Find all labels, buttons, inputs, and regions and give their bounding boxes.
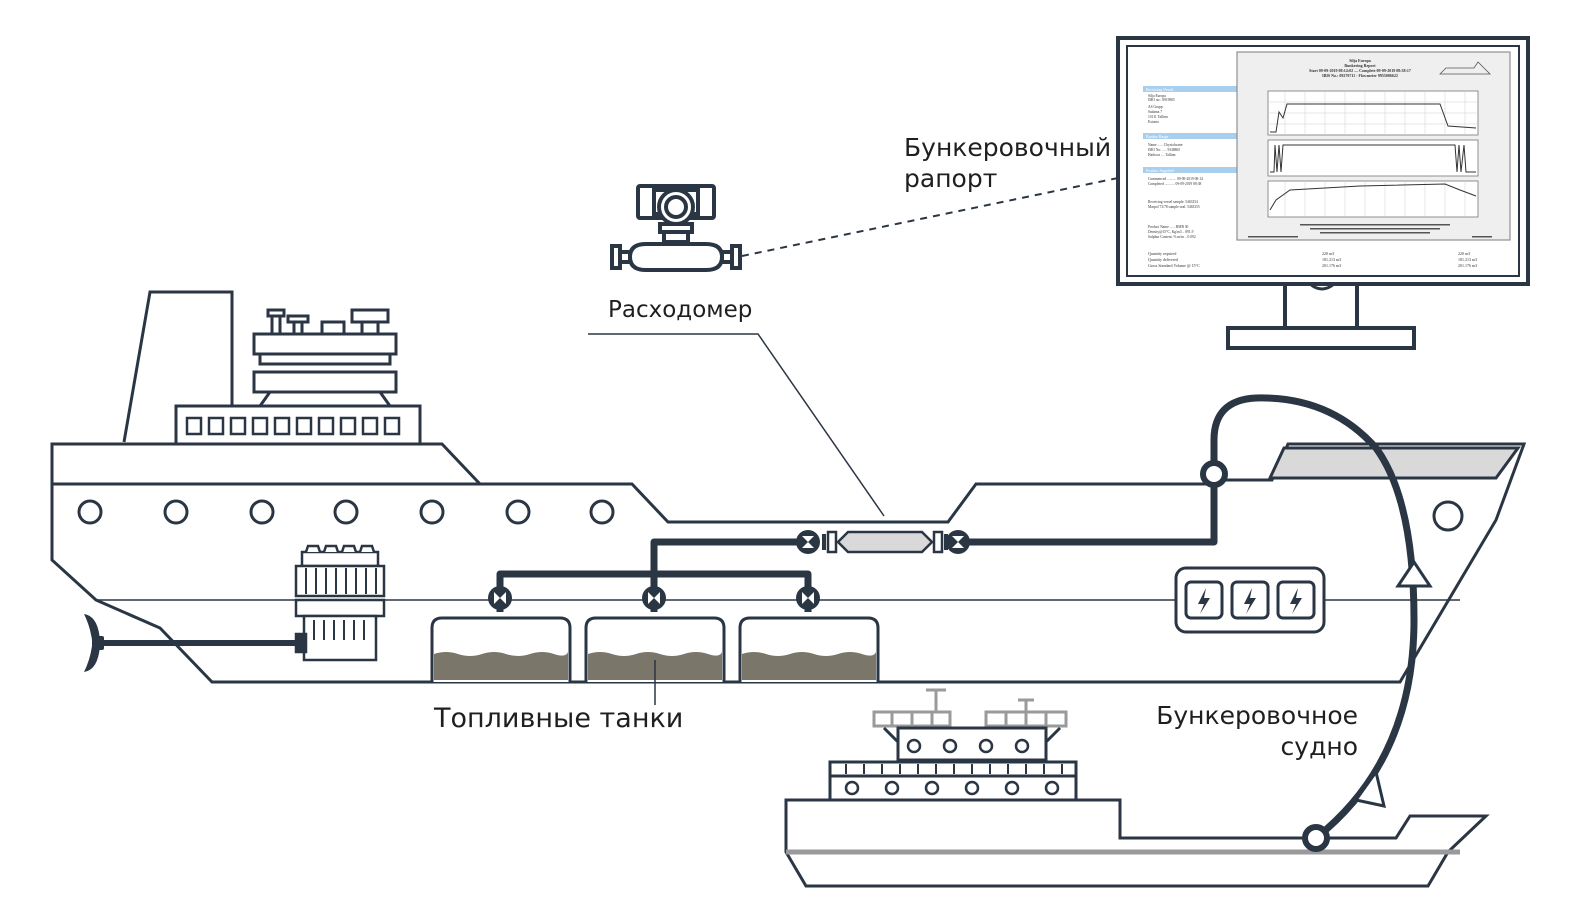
report-side-row: Marpol 73/78 sample seal: 5463355 bbox=[1148, 205, 1200, 209]
report-side-row: IMO No. ..... 9348865 bbox=[1148, 148, 1180, 152]
fuel-tanks-label: Топливные танки bbox=[434, 703, 684, 734]
valve-icon bbox=[488, 586, 512, 610]
report-side-row: Receiving vessel sample: 5463354 bbox=[1148, 200, 1198, 204]
report-bottom-row-value: 181.213 m3 bbox=[1322, 257, 1341, 262]
hull-portholes bbox=[77, 499, 1464, 532]
report-side-row: 10111 Tallinn bbox=[1148, 115, 1168, 119]
fuel-tank-3 bbox=[738, 616, 880, 682]
report-side-row: Estonia bbox=[1148, 120, 1159, 124]
hose-connection-barge bbox=[1302, 824, 1330, 852]
report-side-row: AS Grupp bbox=[1148, 105, 1163, 109]
report-side-row: Commenced .......... 09-09-2019 08:14 bbox=[1148, 177, 1203, 181]
report-side-row: Sulphur Content, % m/m .. 0.092 bbox=[1148, 235, 1196, 240]
report-chart-density bbox=[1267, 139, 1479, 177]
report-bottom-row-value: 220 m3 bbox=[1458, 251, 1470, 256]
report-side-row: Density@15°C, Kg/m3 .. 891.9 bbox=[1148, 230, 1194, 235]
report-section-header: Receiving Vessel bbox=[1146, 87, 1174, 92]
report-side-row: Sadama 7 bbox=[1148, 110, 1162, 114]
hose-connection-ship bbox=[1200, 460, 1228, 488]
main-ship bbox=[50, 290, 1527, 684]
report-bottom-row-label: Quantity required bbox=[1148, 251, 1176, 256]
lightning-icon bbox=[1290, 588, 1302, 614]
report-label: Бункеровочный рапорт bbox=[904, 132, 1111, 195]
report-chart-temperature bbox=[1267, 180, 1479, 218]
electrical-panel bbox=[1174, 566, 1326, 634]
report-bottom-rows: Quantity required 220 m3 220 m3 Quantity de… bbox=[1148, 251, 1477, 268]
bunker-hose bbox=[1210, 394, 1418, 841]
flowmeter-leader-line bbox=[588, 333, 885, 517]
main-engine-icon bbox=[294, 544, 386, 662]
report-side-row: Product Name ...... RMB 30 bbox=[1148, 225, 1189, 229]
report-bottom-row-value: 181.213 m3 bbox=[1458, 257, 1477, 262]
flowmeter-label: Расходомер bbox=[608, 297, 753, 323]
report-title-line: IBIS No.: 09270711 · Flowmeter 995500662… bbox=[1322, 73, 1398, 78]
report-bottom-row-label: Quantity delivered bbox=[1148, 257, 1178, 262]
report-chart-flow bbox=[1267, 90, 1479, 136]
bunker-vessel bbox=[784, 688, 1490, 888]
report-side-row: Name ...... Chystalwater bbox=[1148, 143, 1184, 147]
inline-flowmeter bbox=[796, 530, 970, 554]
valve-icon bbox=[796, 586, 820, 610]
flow-arrow-lower bbox=[1353, 768, 1387, 808]
bunker-vessel-label: Бункеровочное судно bbox=[1152, 700, 1358, 763]
report-label-line-2: рапорт bbox=[904, 164, 998, 194]
flowmeter-icon bbox=[610, 184, 742, 272]
report-side-row: Silja Europa bbox=[1148, 94, 1166, 98]
report-ship-logo-icon bbox=[1439, 61, 1491, 75]
bunker-vessel-label-line-2: судно bbox=[1280, 732, 1358, 762]
report-bottom-row-value: 201.176 m3 bbox=[1322, 263, 1341, 268]
report-bottom-row-value: 201.176 m3 bbox=[1458, 263, 1477, 268]
flow-arrow-up bbox=[1395, 559, 1433, 588]
report-bottom-row-value: 220 m3 bbox=[1322, 251, 1334, 256]
report-title-line: Start 09-09-2019 08:14:02 — Complete 09-… bbox=[1309, 68, 1411, 73]
valve-icon bbox=[796, 530, 820, 554]
fuel-tank-1 bbox=[430, 616, 572, 682]
tank-valves bbox=[488, 586, 820, 610]
report-bottom-row-label: Gross Standard Volume @ 15°C bbox=[1148, 263, 1200, 268]
lightning-icon bbox=[1244, 588, 1256, 614]
valve-icon bbox=[946, 530, 970, 554]
valve-icon bbox=[642, 586, 666, 610]
report-title-line: Bunkering Report bbox=[1344, 63, 1376, 68]
bunker-vessel-label-line-1: Бункеровочное bbox=[1156, 701, 1358, 730]
report-title-line: Silja Europa bbox=[1349, 58, 1371, 63]
report-section-header: Bunker Barge bbox=[1146, 134, 1168, 139]
report-label-line-1: Бункеровочный bbox=[904, 133, 1112, 162]
report-side-row: IMO no.: 8919805 bbox=[1148, 98, 1175, 102]
report-section-header: Product Supplied bbox=[1146, 168, 1174, 173]
ship-engine-house bbox=[252, 308, 398, 407]
lightning-icon bbox=[1198, 588, 1210, 614]
report-side-row: Harbour .... Tallinn bbox=[1148, 153, 1176, 157]
report-side-row: Completed ........... 09-09-2019 08:38 bbox=[1148, 182, 1202, 186]
propeller-icon bbox=[84, 614, 104, 672]
bridge-windows bbox=[185, 416, 401, 436]
